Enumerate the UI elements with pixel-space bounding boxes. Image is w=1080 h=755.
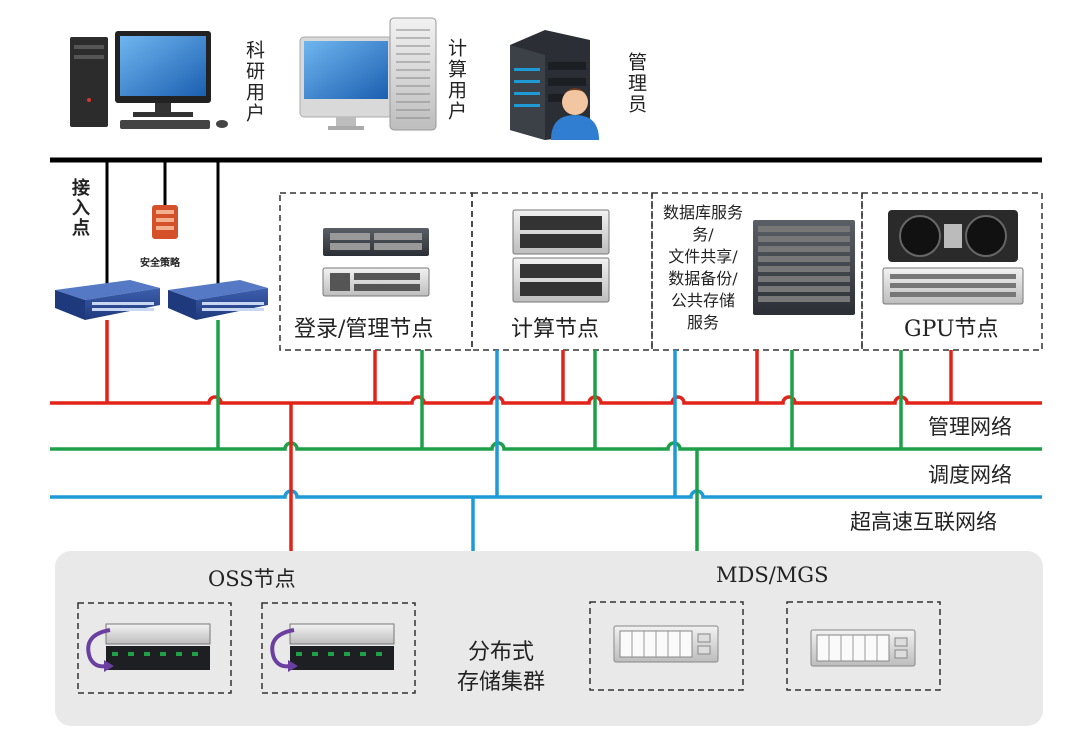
firewall-icon: [152, 205, 178, 239]
switch-icon: [55, 280, 160, 320]
rack-server-icon: [322, 228, 430, 297]
data-services-line: 公共存储: [670, 291, 735, 310]
oss-node-box: [77, 602, 232, 694]
scheduling-network-line: [50, 441, 1042, 451]
data-services-line: 服务: [686, 313, 719, 332]
desktop-computer-icon: [70, 31, 228, 129]
mgs-server-icon: [810, 629, 916, 667]
compute-server-icon: [512, 209, 610, 303]
data-services-line: 文件共享/: [668, 247, 738, 266]
oss-node-label: OSS节点: [208, 567, 296, 591]
access-point-label: 接入点: [69, 178, 90, 238]
storage-cluster-label: 分布式 存储集群: [448, 638, 554, 698]
workstation-icon: [299, 17, 437, 131]
oss-node-box: [261, 602, 416, 694]
gpu-node-label: GPU节点: [904, 317, 999, 342]
high-speed-network-line: [50, 489, 1042, 499]
compute-user-label: 计算用户: [445, 38, 467, 122]
storage-cluster-line: 存储集群: [456, 670, 545, 695]
scheduling-network-label: 调度网络: [928, 463, 1012, 487]
storage-cluster-bg: [55, 551, 1043, 726]
oss-server-icon: [86, 623, 211, 672]
data-services-line: 数据库服务: [662, 203, 743, 222]
switch-icon: [168, 280, 268, 320]
storage-rack-icon: [753, 220, 855, 315]
gpu-node-box: [861, 192, 1043, 351]
data-services-label: 数据库服务 务/ 文件共享/ 数据备份/ 公共存储 服务: [660, 202, 746, 334]
oss-server-icon: [270, 623, 395, 672]
admin-label: 管理员: [625, 52, 647, 115]
compute-node-box: [471, 192, 653, 351]
storage-cluster-line: 分布式: [467, 640, 534, 665]
management-network-line: [50, 395, 1042, 405]
login-mgmt-node-label: 登录/管理节点: [294, 317, 434, 342]
mds-mgs-label: MDS/MGS: [716, 563, 829, 587]
research-user-label: 科研用户: [243, 40, 265, 124]
mds-server-icon: [613, 625, 719, 663]
gpu-card-icon: [882, 210, 1024, 305]
high-speed-network-label: 超高速互联网络: [850, 510, 997, 534]
admin-server-icon: [510, 30, 599, 140]
data-services-line: 数据备份/: [668, 269, 738, 288]
compute-node-label: 计算节点: [511, 317, 600, 342]
data-services-line: 务/: [692, 225, 714, 244]
management-network-label: 管理网络: [928, 415, 1012, 439]
security-policy-label: 安全策略: [140, 258, 180, 269]
